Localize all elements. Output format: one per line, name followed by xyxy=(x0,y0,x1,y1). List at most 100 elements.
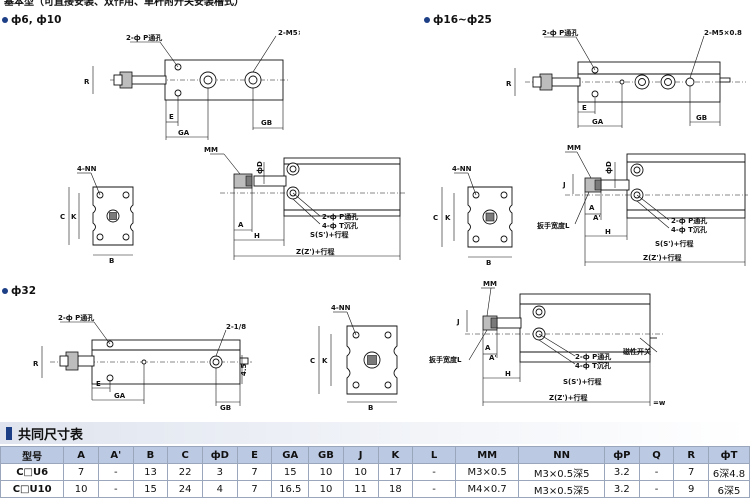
label-w-note: =w xyxy=(653,399,665,407)
label-gb: GB xyxy=(261,119,272,127)
table-row: C□U10 10 - 15 24 4 7 16.5 10 11 18 - M4×… xyxy=(0,480,750,498)
label-k: K xyxy=(445,214,451,222)
label-ga: GA xyxy=(114,392,126,400)
col-header-a-prime: A' xyxy=(97,446,134,464)
label-t-counterbore: 4-ф T沉孔 xyxy=(575,361,611,370)
table-cell: 10 xyxy=(308,480,344,498)
table-cell: 9 xyxy=(673,480,710,498)
table-cell: M3×0.5深5 xyxy=(518,480,605,498)
label-b: B xyxy=(368,404,373,410)
table-cell: 7 xyxy=(63,463,99,481)
label-h: H xyxy=(605,228,611,236)
col-header-a: A xyxy=(63,446,99,464)
label-p-through-hole: 2-ф P通孔 xyxy=(58,313,94,322)
label-a-prime: A' xyxy=(593,214,601,222)
table-cell: 7 xyxy=(236,463,273,481)
table-header-row: 型号 A A' B C фD E GA GB J K L MM NN фP Q … xyxy=(0,446,750,464)
col-header-k: K xyxy=(377,446,414,464)
drawing-phi16-top-view: 2-ф P通孔 2-M5×0.8 R E GA GB xyxy=(506,28,746,128)
label-z-stroke: Z(Z')+行程 xyxy=(549,393,588,402)
col-header-p: фP xyxy=(604,446,640,464)
label-m5-port: 2-M5×0.8 xyxy=(704,29,742,37)
col-header-l: L xyxy=(412,446,457,464)
table-title: 共同尺寸表 xyxy=(18,427,84,443)
label-p-hole: 2-ф P通孔 xyxy=(575,352,611,361)
label-a: A xyxy=(589,204,595,212)
table-cell: 17 xyxy=(377,463,414,481)
label-p-hole: 2-ф P通孔 xyxy=(322,212,358,221)
col-header-b: B xyxy=(132,446,169,464)
label-p-hole: 2-ф P通孔 xyxy=(671,216,707,225)
table-cell: - xyxy=(638,463,675,481)
drawing-phi6-top-view: 2-ф P通孔 2-M5×0.8 R E GA GB xyxy=(84,29,300,140)
label-wrench: 扳手宽度L xyxy=(429,355,462,364)
col-header-t: фT xyxy=(708,446,750,464)
label-z-stroke: Z(Z')+行程 xyxy=(643,253,682,262)
table-cell: 6深4.8 xyxy=(708,463,750,481)
drawing-phi6-end-view: 4-NN C K B xyxy=(60,165,134,265)
label-r: R xyxy=(84,78,90,86)
label-e: E xyxy=(96,380,101,388)
label-port-1-8: 2-1/8 xyxy=(226,323,246,331)
label-e: E xyxy=(582,104,587,112)
bullet-icon xyxy=(2,17,8,23)
label-ga: GA xyxy=(178,129,190,137)
table-cell-model: C□U6 xyxy=(0,463,65,481)
table-cell: 4 xyxy=(202,480,238,498)
label-m5-port: 2-M5×0.8 xyxy=(278,29,300,37)
col-header-j: J xyxy=(342,446,379,464)
table-title-bar: 共同尺寸表 xyxy=(0,422,750,444)
label-k: K xyxy=(322,357,328,365)
label-b: B xyxy=(109,257,114,265)
table-cell-model: C□U10 xyxy=(0,480,65,498)
label-j: J xyxy=(562,181,566,189)
label-wrench: 扳手宽度L xyxy=(537,221,570,230)
table-cell: 15 xyxy=(271,463,310,481)
table-cell: M3×0.5 xyxy=(455,463,520,481)
table-cell: 7 xyxy=(673,463,710,481)
label-r: R xyxy=(506,80,512,88)
label-gb: GB xyxy=(220,404,231,412)
label-p-through-hole: 2-ф P通孔 xyxy=(126,33,162,42)
table-cell: - xyxy=(638,480,675,498)
label-mm: MM xyxy=(483,280,497,288)
drawing-phi6-side-view: MM фD A H 2-ф P通孔 4-ф T沉孔 S(S')+行程 Z(Z')… xyxy=(204,146,405,260)
col-header-ga: GA xyxy=(271,446,310,464)
table-cell: 15 xyxy=(132,480,169,498)
bullet-icon xyxy=(424,17,430,23)
table-cell: 22 xyxy=(167,463,204,481)
table-cell: 3.2 xyxy=(604,480,640,498)
label-h: H xyxy=(254,232,260,240)
table-row: C□U6 7 - 13 22 3 7 15 10 10 17 - M3×0.5 … xyxy=(0,463,750,481)
table-cell: 10 xyxy=(63,480,99,498)
table-cell: 11 xyxy=(342,480,379,498)
label-p-through-hole: 2-ф P通孔 xyxy=(542,28,578,37)
label-mm: MM xyxy=(567,144,581,152)
dimension-table: 型号 A A' B C фD E GA GB J K L MM NN фP Q … xyxy=(0,446,750,498)
table-cell: 6深5 xyxy=(708,480,750,498)
title-marker-icon xyxy=(6,426,12,440)
table-cell: 7 xyxy=(236,480,273,498)
label-c: C xyxy=(433,214,438,222)
label-4-5: 4.5 xyxy=(240,363,248,376)
section-label-phi32: ф32 xyxy=(2,285,36,297)
table-cell: 13 xyxy=(132,463,169,481)
drawing-phi32-end-view: 4-NN C K B xyxy=(310,304,398,410)
table-cell: M4×0.7 xyxy=(455,480,520,498)
bullet-icon xyxy=(2,288,8,294)
label-h: H xyxy=(505,370,511,378)
label-j: J xyxy=(456,318,460,326)
label-z-stroke: Z(Z')+行程 xyxy=(296,247,335,256)
label-d: фD xyxy=(605,161,613,174)
col-header-gb: GB xyxy=(308,446,344,464)
label-d: фD xyxy=(256,161,264,174)
label-a: A xyxy=(485,344,491,352)
label-s-stroke: S(S')+行程 xyxy=(310,230,349,239)
label-nn: 4-NN xyxy=(452,165,472,173)
label-s-stroke: S(S')+行程 xyxy=(655,239,694,248)
col-header-r: R xyxy=(673,446,710,464)
label-ga: GA xyxy=(592,118,604,126)
table-cell: - xyxy=(97,480,134,498)
drawing-phi32-side-view: MM J A A' 扳手宽度L H 2-ф P通孔 4-ф T沉孔 磁性开关 S… xyxy=(429,280,665,407)
label-nn: 4-NN xyxy=(331,304,351,312)
